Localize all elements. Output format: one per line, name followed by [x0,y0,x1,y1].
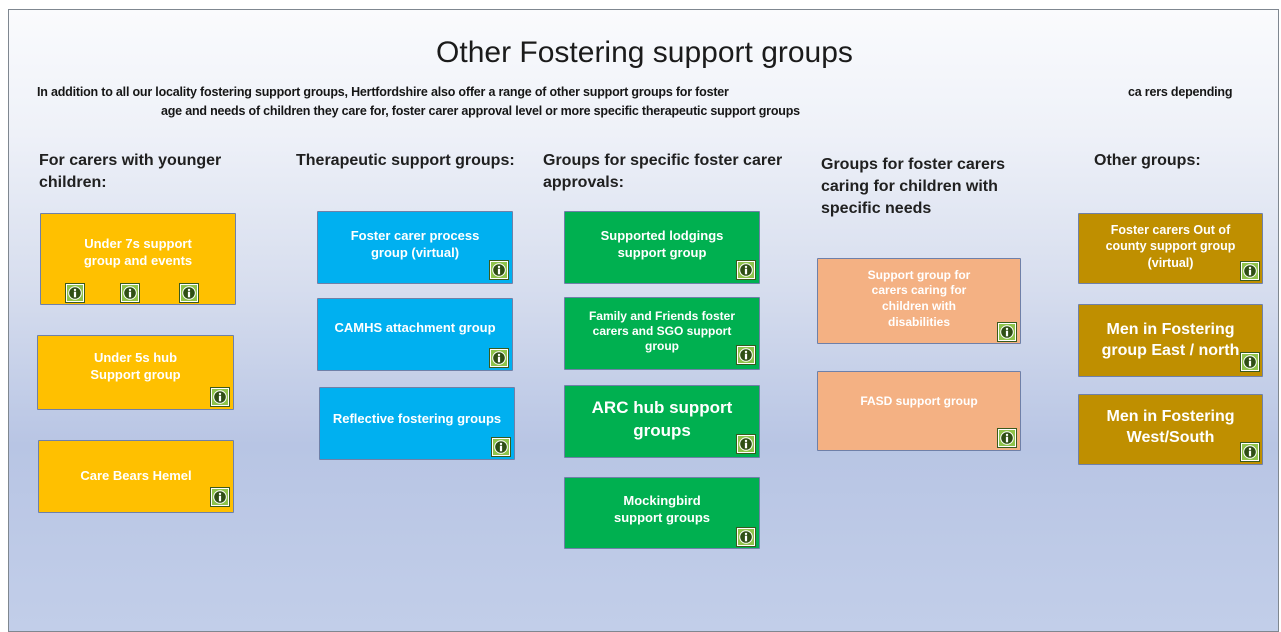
column-heading-approvals: Groups for specific foster carer approva… [543,152,783,191]
foster-carer-process-box[interactable]: Foster carer process group (virtual) [317,211,513,284]
column-heading-therapeutic: Therapeutic support groups: [296,152,515,169]
camhs-box[interactable]: CAMHS attachment group [317,298,513,371]
info-icon[interactable] [491,437,511,457]
supported-lodgings-label: Supported lodgings support group [600,227,724,260]
family-friends-label: Family and Friends foster carers and SGO… [588,309,736,353]
out-of-county-label: Foster carers Out of county support grou… [1105,223,1236,270]
men-west-box[interactable]: Men in Fostering West/South [1078,394,1263,465]
reflective-label: Reflective fostering groups [332,411,502,427]
fasd-box[interactable]: FASD support group [817,371,1021,451]
info-icon[interactable] [736,434,756,454]
disabilities-box[interactable]: Support group for carers caring for chil… [817,258,1021,344]
men-west-label: Men in Fostering West/South [1106,407,1235,446]
out-of-county-box[interactable]: Foster carers Out of county support grou… [1078,213,1263,284]
info-icon[interactable] [179,283,199,303]
reflective-box[interactable]: Reflective fostering groups [319,387,515,460]
info-icon[interactable] [736,527,756,547]
info-icon[interactable] [1240,352,1260,372]
intro-line-1-tail: ca rers depending [1128,85,1233,99]
column-heading-needs: Groups for foster carers caring for chil… [821,156,1006,217]
info-icon[interactable] [489,260,509,280]
intro-line-2: age and needs of children they care for,… [161,104,800,118]
fasd-label: FASD support group [860,394,978,409]
family-friends-box[interactable]: Family and Friends foster carers and SGO… [564,297,760,370]
info-icon[interactable] [997,322,1017,342]
men-east-label: Men in Fostering group East / north [1101,321,1240,359]
info-icon[interactable] [65,283,85,303]
arc-hub-box[interactable]: ARC hub support groups [564,385,760,458]
foster-carer-process-label: Foster carer process group (virtual) [350,227,480,260]
mockingbird-label: Mockingbird support groups [613,493,711,525]
info-icon[interactable] [997,428,1017,448]
column-heading-younger: For carers with younger children: [39,152,222,191]
info-icon[interactable] [210,487,230,507]
intro-line-1: In addition to all our locality fosterin… [37,85,729,99]
slide: Other Fostering support groups In additi… [8,9,1279,632]
column-heading-other: Other groups: [1094,152,1201,169]
under-5s-label: Under 5s hub Support group [90,349,181,382]
info-icon[interactable] [120,283,140,303]
info-icon[interactable] [1240,261,1260,281]
info-icon[interactable] [736,345,756,365]
disabilities-label: Support group for carers caring for chil… [867,267,971,329]
camhs-label: CAMHS attachment group [334,320,496,336]
men-east-box[interactable]: Men in Fostering group East / north [1078,304,1263,377]
info-icon[interactable] [489,348,509,368]
supported-lodgings-box[interactable]: Supported lodgings support group [564,211,760,284]
page-title: Other Fostering support groups [436,36,853,69]
care-bears-box[interactable]: Care Bears Hemel [38,440,234,513]
under-7s-label: Under 7s support group and events [83,236,193,268]
care-bears-label: Care Bears Hemel [80,468,192,484]
info-icon[interactable] [736,260,756,280]
arc-hub-label: ARC hub support groups [591,398,733,440]
info-icon[interactable] [210,387,230,407]
under-5s-box[interactable]: Under 5s hub Support group [37,335,234,410]
info-icon[interactable] [1240,442,1260,462]
mockingbird-box[interactable]: Mockingbird support groups [564,477,760,549]
